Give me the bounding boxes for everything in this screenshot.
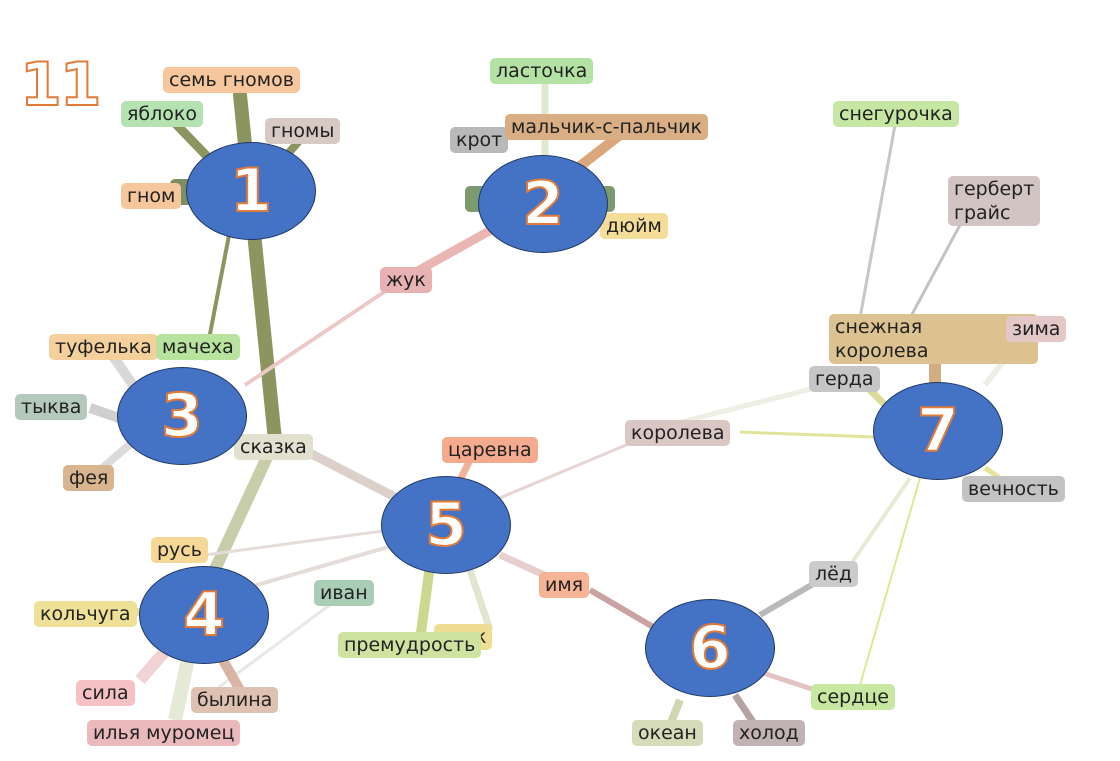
word-label: русь <box>151 537 208 563</box>
word-label: кольчуга <box>34 601 137 627</box>
word-label: фея <box>63 465 115 491</box>
word-label: вечность <box>962 476 1065 502</box>
cluster-node-5: 5 <box>381 476 511 574</box>
cluster-node-7: 7 <box>873 382 1003 480</box>
cluster-number: 3 <box>160 380 204 452</box>
word-label: снегурочка <box>833 101 959 127</box>
word-label: мачеха <box>156 334 240 360</box>
page-number: 11 <box>19 49 102 121</box>
word-label: туфелька <box>49 334 158 360</box>
word-label: зима <box>1006 316 1067 342</box>
word-label: яблоко <box>121 101 204 127</box>
cluster-number: 4 <box>182 579 226 651</box>
cluster-node-4: 4 <box>139 566 269 664</box>
word-label: королева <box>625 420 731 446</box>
cluster-node-6: 6 <box>645 599 775 697</box>
word-label: гном <box>121 183 182 209</box>
word-label: сила <box>76 680 135 706</box>
word-label: царевна <box>442 437 538 463</box>
cluster-node-2: 2 <box>478 155 608 253</box>
word-label: лёд <box>809 561 858 587</box>
word-label: иван <box>314 580 374 606</box>
word-label: снежная королева <box>829 314 1038 364</box>
cluster-number: 5 <box>424 489 468 561</box>
cluster-node-1: 1 <box>186 142 316 240</box>
word-label: океан <box>632 720 703 746</box>
cluster-number: 7 <box>916 395 960 467</box>
word-label: семь гномов <box>163 67 300 93</box>
word-label: тыква <box>15 394 88 420</box>
word-label: сердце <box>811 684 895 710</box>
word-label: ласточка <box>490 58 594 84</box>
word-label: гномы <box>265 118 341 144</box>
word-label: холод <box>733 720 805 746</box>
word-label: дюйм <box>600 213 668 239</box>
cluster-number: 1 <box>229 155 273 227</box>
word-label: премудрость <box>338 632 482 658</box>
word-label: имя <box>539 572 590 598</box>
word-label: герберт грайс <box>948 176 1041 226</box>
word-label: сказка <box>234 434 313 460</box>
word-label: илья муромец <box>87 720 241 746</box>
word-label: мальчик-с-пальчик <box>505 114 708 140</box>
word-label: крот <box>450 127 509 153</box>
word-label: жук <box>380 267 432 293</box>
word-label: герда <box>809 366 880 392</box>
cluster-number: 6 <box>688 612 732 684</box>
cluster-number: 2 <box>521 168 565 240</box>
cluster-node-3: 3 <box>117 367 247 465</box>
word-label: былина <box>191 687 279 713</box>
